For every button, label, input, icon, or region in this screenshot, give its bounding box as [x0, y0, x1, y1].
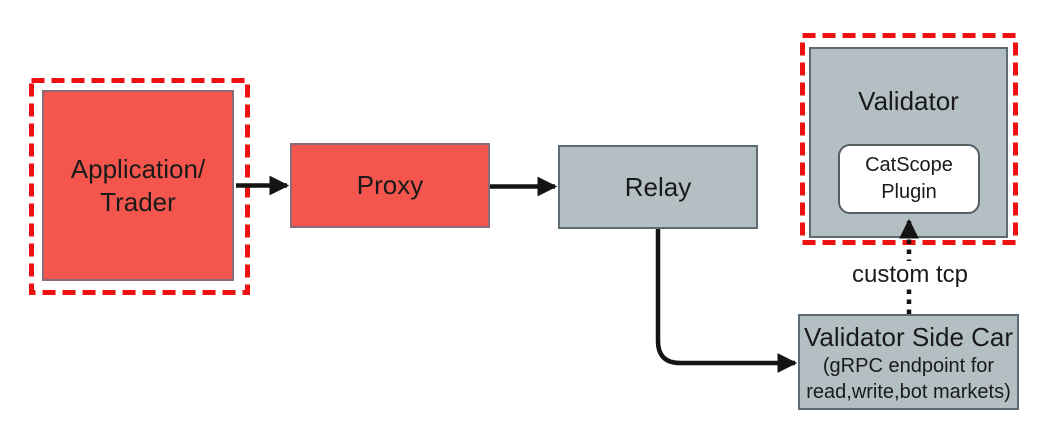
arrow-relay-to-sidecar — [655, 229, 798, 373]
node-application-trader: Application/ Trader — [42, 90, 234, 281]
node-validator-sidecar-title: Validator Side Car — [803, 321, 1014, 352]
node-relay-label: Relay — [624, 171, 692, 202]
node-validator-sidecar-sub2: read,write,bot markets) — [806, 380, 1011, 403]
node-application-trader-label: Application/ Trader — [71, 153, 205, 219]
node-relay: Relay — [558, 145, 758, 229]
label-line-2: Trader — [100, 186, 176, 217]
node-catscope-plugin: CatScope Plugin — [838, 144, 980, 214]
node-proxy: Proxy — [290, 143, 490, 228]
node-validator-label: Validator — [858, 86, 959, 116]
label-line-1: Application/ — [70, 153, 206, 184]
node-catscope-plugin-label: CatScope Plugin — [865, 152, 953, 206]
label-line-1: CatScope — [865, 154, 953, 176]
label-line-2: Plugin — [881, 181, 937, 203]
node-validator-sidecar: Validator Side Car (gRPC endpoint for re… — [798, 314, 1019, 410]
node-proxy-label: Proxy — [356, 170, 424, 200]
node-validator-sidecar-sub1: (gRPC endpoint for — [822, 354, 995, 377]
edge-label-custom-tcp: custom tcp — [830, 261, 990, 289]
